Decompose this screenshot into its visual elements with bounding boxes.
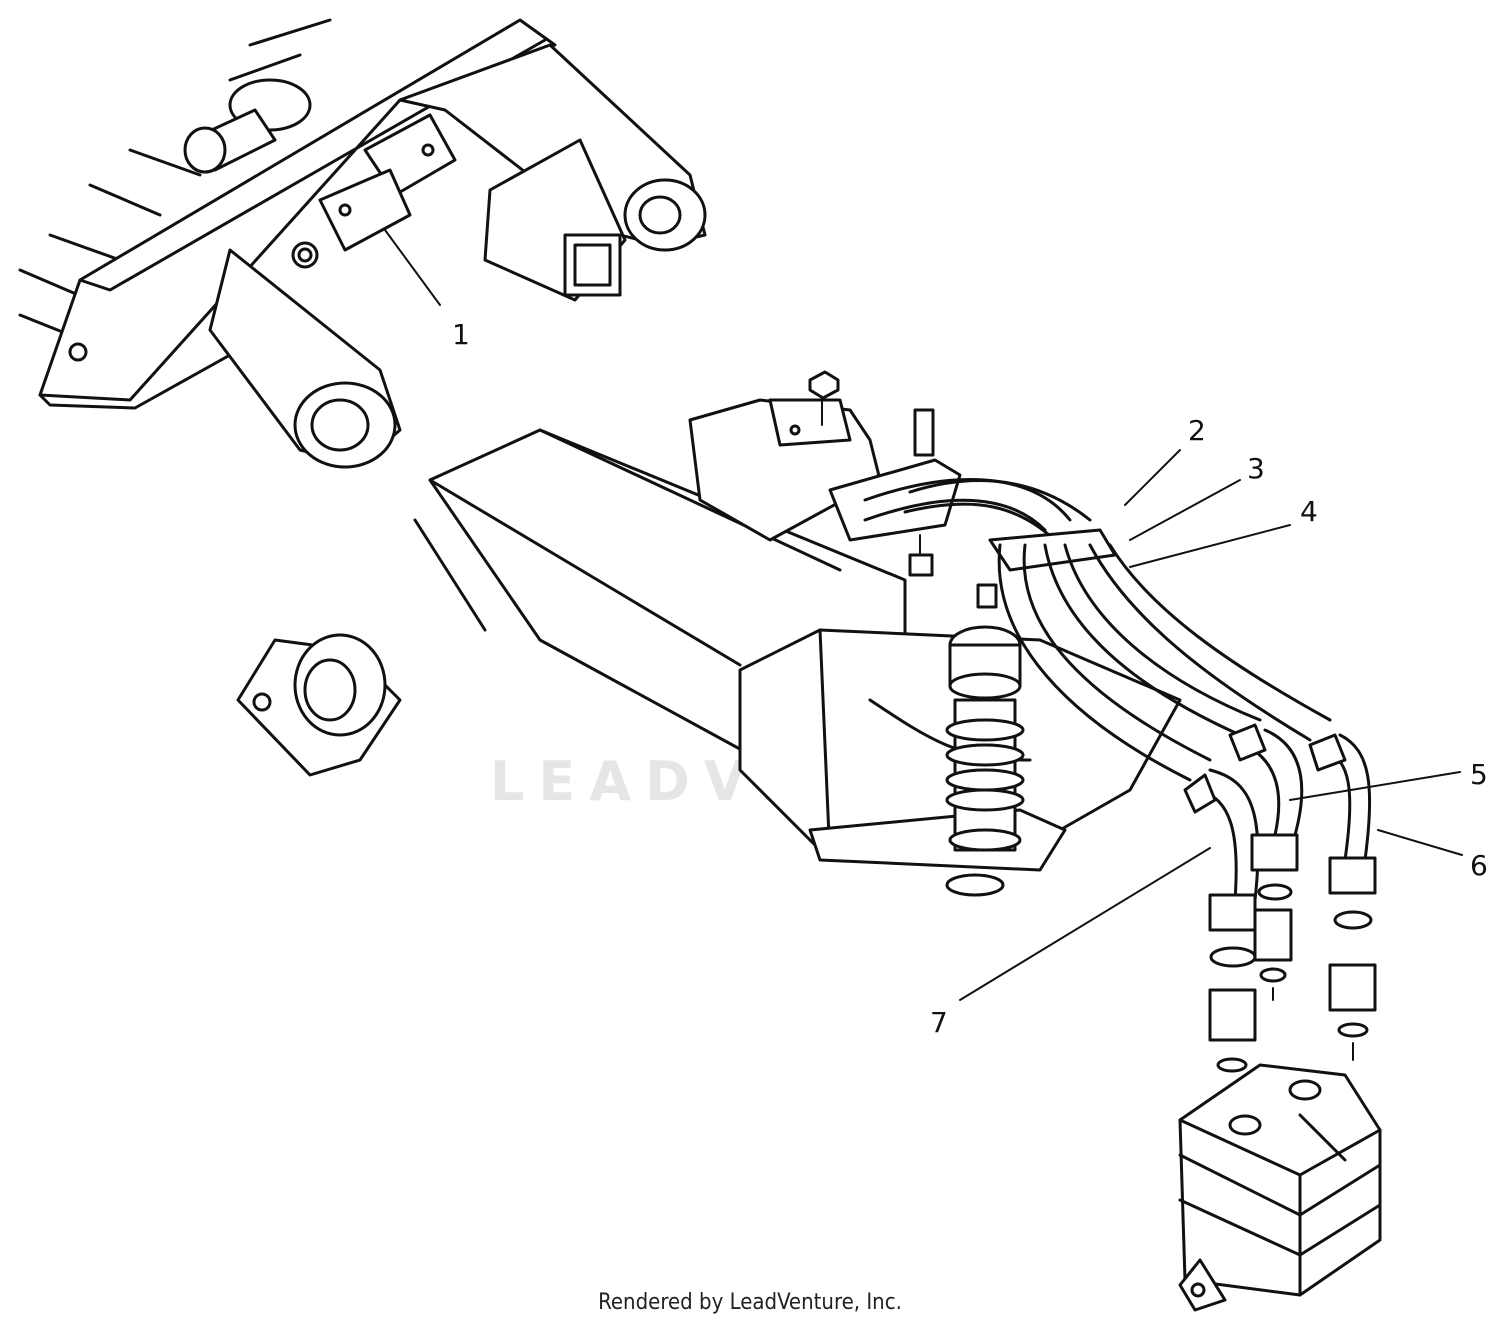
callout-label-7: 7 [930, 1006, 948, 1039]
hydraulic-pump [1178, 1063, 1382, 1312]
callout-2: 2 [1124, 414, 1206, 506]
callout-7: 7 [930, 847, 1211, 1039]
hydraulic-hoses [828, 458, 1377, 1073]
callout-5: 5 [1289, 758, 1488, 801]
callout-label-5: 5 [1470, 758, 1488, 791]
callout-label-3: 3 [1247, 452, 1265, 485]
callout-label-4: 4 [1300, 495, 1318, 528]
callout-label-1: 1 [452, 318, 470, 351]
callout-4: 4 [1129, 495, 1318, 568]
callout-3: 3 [1129, 452, 1265, 541]
callout-6: 6 [1377, 829, 1488, 882]
callout-1: 1 [384, 229, 470, 351]
front-frame-assembly [18, 18, 707, 469]
callout-label-2: 2 [1188, 414, 1206, 447]
footer-credit: Rendered by LeadVenture, Inc. [598, 1290, 902, 1315]
swing-axle [236, 370, 1182, 897]
callout-label-6: 6 [1470, 849, 1488, 882]
